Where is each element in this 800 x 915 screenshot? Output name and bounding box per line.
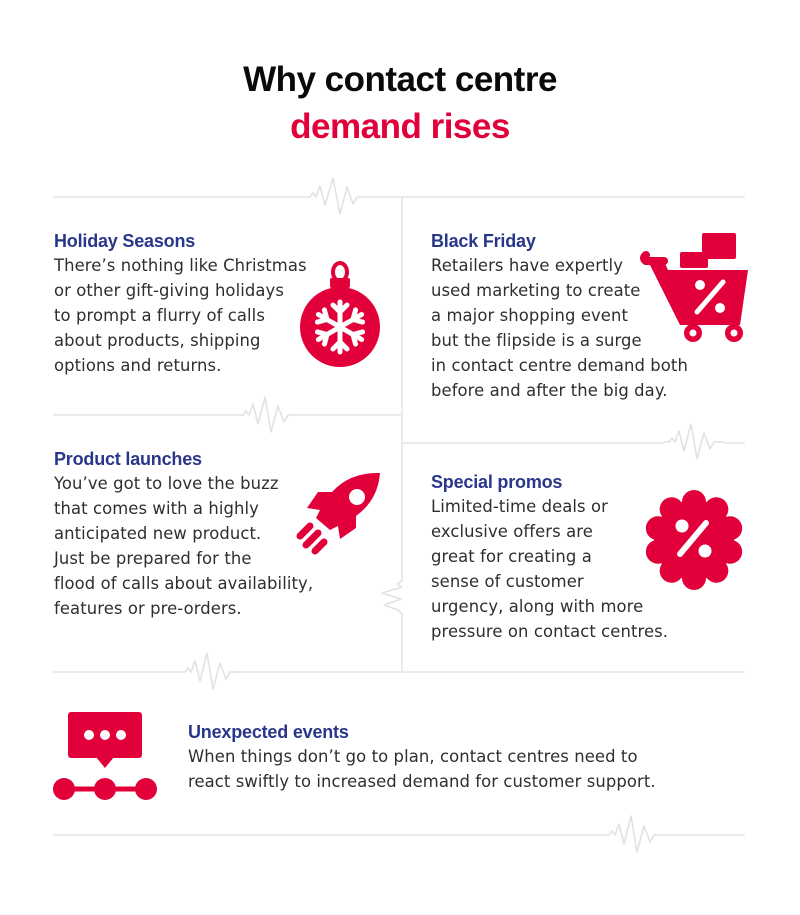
divider-row2 (53, 671, 745, 673)
pulse-wave-decoration (664, 423, 724, 460)
rocket-icon (296, 472, 380, 555)
pulse-wave-decoration (300, 177, 370, 215)
section-heading: Black Friday (431, 231, 536, 251)
section-black-friday: Black Friday Retailers have expertly use… (431, 229, 751, 403)
divider-right-row1 (402, 442, 745, 444)
chat-bubble-network-icon (53, 712, 157, 800)
divider-top (53, 196, 745, 198)
shopping-cart-percent-icon (640, 233, 748, 342)
section-special-promos: Special promos Limited-time deals or exc… (431, 470, 751, 644)
discount-badge-icon (645, 490, 743, 590)
section-body: When things don’t go to plan, contact ce… (188, 747, 656, 791)
section-heading: Holiday Seasons (54, 231, 196, 251)
section-heading: Special promos (431, 472, 563, 492)
section-body: There’s nothing like Christmas or other … (54, 256, 307, 375)
pulse-wave-decoration (238, 396, 300, 433)
section-body: Limited-time deals or exclusive offers a… (431, 497, 669, 641)
christmas-ornament-snowflake-icon (300, 261, 380, 367)
section-unexpected-events: Unexpected events When things don’t go t… (188, 720, 748, 794)
section-product-launches: Product launches You’ve got to love the … (54, 447, 354, 621)
section-body: Retailers have expertly used marketing t… (431, 256, 688, 400)
pulse-wave-decoration (180, 652, 242, 690)
pulse-wave-decoration (604, 815, 666, 853)
divider-vertical (401, 197, 403, 672)
section-heading: Product launches (54, 449, 202, 469)
divider-left-row1 (53, 414, 402, 416)
divider-bottom (53, 834, 745, 836)
pulse-wave-decoration (381, 575, 405, 620)
page-title-line-2: demand rises (290, 107, 510, 146)
page-title-line-1: Why contact centre (243, 60, 557, 99)
section-body: You’ve got to love the buzz that comes w… (54, 474, 314, 618)
section-heading: Unexpected events (188, 722, 349, 742)
section-holiday-seasons: Holiday Seasons There’s nothing like Chr… (54, 229, 324, 378)
